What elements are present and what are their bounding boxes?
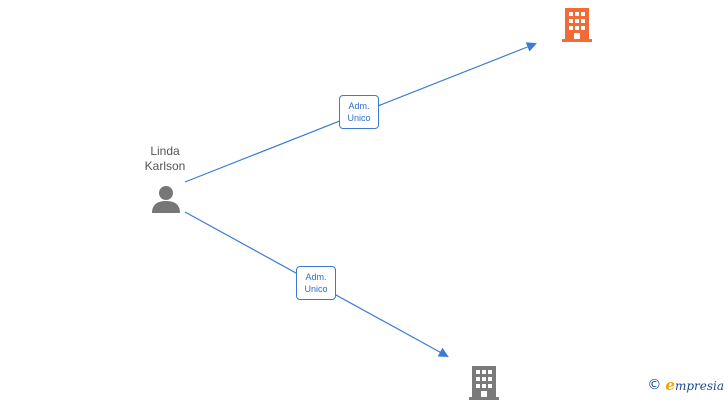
person-name-first: Linda — [150, 144, 180, 158]
person-name[interactable]: Linda Karlson — [124, 144, 206, 174]
role-label-top-line2: Unico — [347, 113, 371, 123]
company-top-building-icon[interactable] — [561, 8, 593, 47]
role-label-bottom[interactable]: Adm. Unico — [296, 266, 336, 300]
brand-logo: empresia — [665, 376, 724, 394]
copyright-symbol: © — [647, 377, 662, 393]
person-icon[interactable] — [151, 184, 181, 219]
company-bottom-building-icon[interactable] — [468, 366, 500, 405]
role-label-bottom-line2: Unico — [304, 284, 328, 294]
brand-logo-initial: e — [665, 376, 675, 394]
person-name-last: Karlson — [144, 159, 186, 173]
role-label-top[interactable]: Adm. Unico — [339, 95, 379, 129]
brand-watermark: © empresia — [647, 376, 724, 394]
role-label-bottom-line1: Adm. — [305, 272, 327, 282]
brand-logo-rest: mpresia — [674, 379, 724, 393]
role-label-top-line1: Adm. — [348, 101, 370, 111]
